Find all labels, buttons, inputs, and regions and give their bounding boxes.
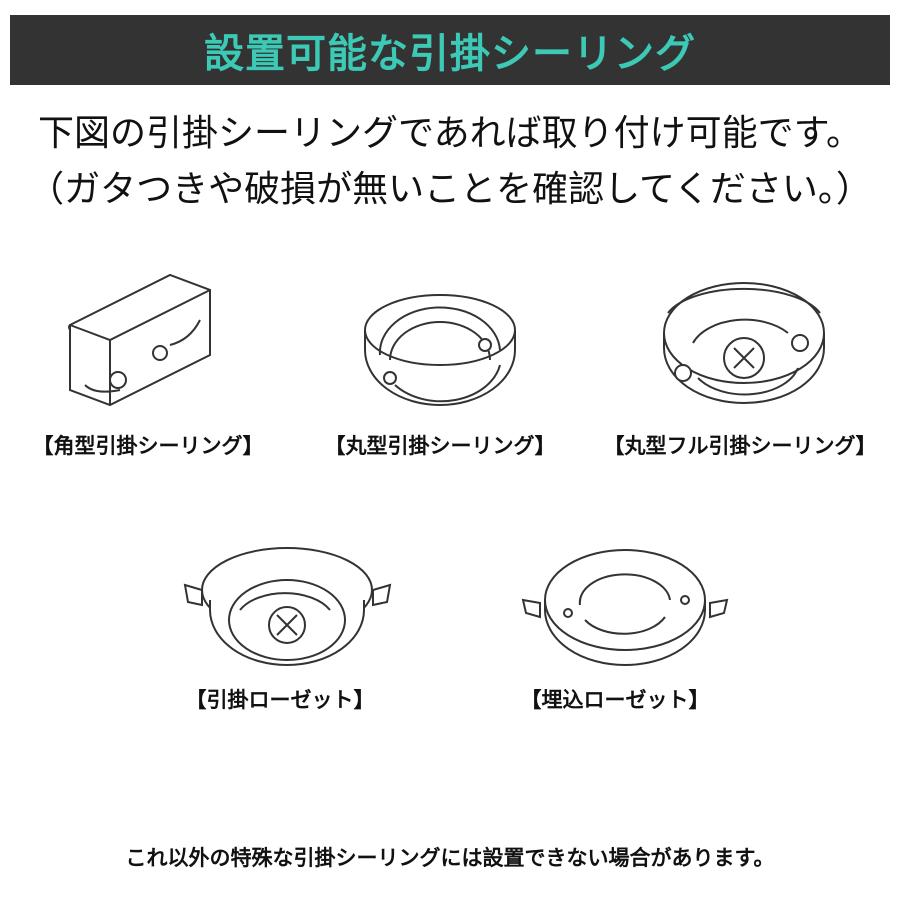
fixture-label-embedded-rosette: 【埋込ローゼット】 xyxy=(520,688,710,712)
page-title: 設置可能な引掛シーリング xyxy=(204,31,696,77)
lead-text-1: 下図の引掛シーリングであれば取り付け可能です。 xyxy=(37,113,863,154)
fixture-label-hook-rosette: 【引掛ローゼット】 xyxy=(185,688,375,712)
square-ceiling-outlet-icon xyxy=(68,273,211,407)
fixture-label-round-full: 【丸型フル引掛シーリング】 xyxy=(603,434,877,458)
round-ceiling-outlet-icon xyxy=(364,294,516,406)
round-full-ceiling-outlet-icon xyxy=(663,282,825,404)
fixture-label-square: 【角型引掛シーリング】 xyxy=(32,434,264,458)
header-banner: 設置可能な引掛シーリング xyxy=(10,15,890,85)
lead-text-2: （ガタつきや破損が無いことを確認してください。） xyxy=(28,169,872,210)
fixture-label-round: 【丸型引掛シーリング】 xyxy=(324,434,556,458)
footnote: これ以外の特殊な引掛シーリングには設置できない場合があります。 xyxy=(125,846,775,870)
hook-rosette-icon xyxy=(183,547,392,666)
embedded-rosette-icon xyxy=(521,549,729,666)
